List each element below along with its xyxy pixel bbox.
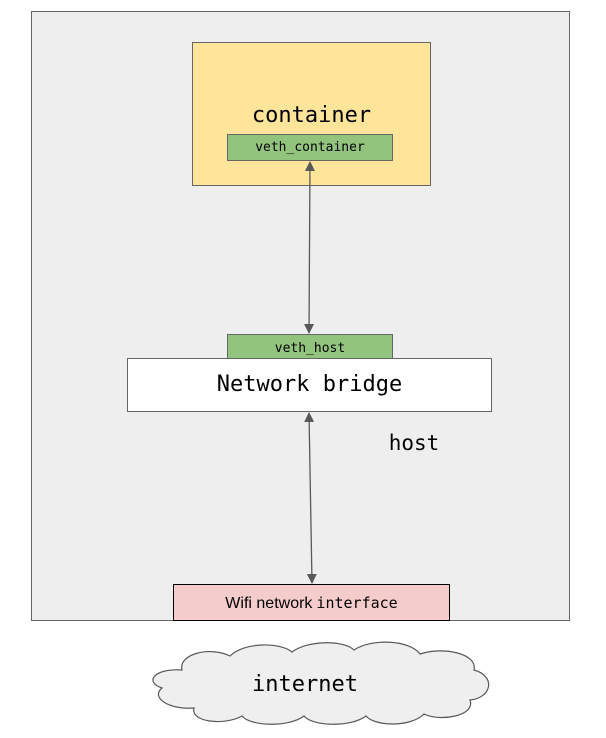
veth-container-box: veth_container — [227, 134, 393, 161]
arrow-bridge-to-wifi — [304, 412, 317, 584]
host-label: host — [388, 431, 440, 455]
wifi-interface-box: Wifi network interface — [173, 584, 450, 621]
network-bridge-box: Network bridge — [127, 358, 492, 412]
arrow-container-to-host — [304, 161, 315, 334]
cloud-shape — [152, 641, 490, 725]
internet-cloud — [152, 641, 490, 725]
wifi-label-text: Wifi network — [225, 595, 313, 612]
wifi-label-mono: interface — [316, 594, 398, 612]
internet-label: internet — [252, 672, 358, 697]
container-label: container — [251, 103, 372, 128]
